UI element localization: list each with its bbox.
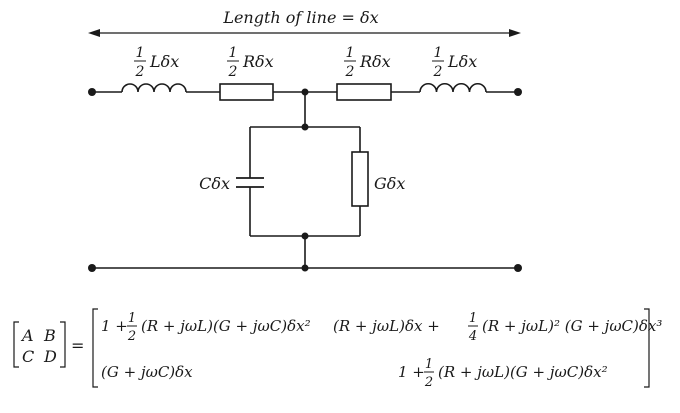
junction-shunt-bottom xyxy=(301,232,309,240)
label-l2-symbol: Lδx xyxy=(447,52,477,71)
terminal-top-left xyxy=(88,88,96,96)
label-inductor-1: 1 2 Lδx xyxy=(134,45,179,80)
frac-den: 2 xyxy=(433,64,443,80)
label-capacitor: Cδx xyxy=(199,174,230,193)
inductor-2 xyxy=(419,83,487,93)
label-l1-symbol: Lδx xyxy=(149,52,179,71)
frac-den: 2 xyxy=(228,64,238,80)
m22-one-plus: 1 + xyxy=(398,363,425,381)
equals-sign: = xyxy=(71,336,84,355)
rhs-left-bracket xyxy=(92,308,98,388)
resistor-1 xyxy=(219,83,274,101)
label-r1-symbol: Rδx xyxy=(242,52,274,71)
matrix-entry-11: 1 + 1 2 (R + jωL)(G + jωC)δx² xyxy=(101,311,311,344)
capacitor xyxy=(236,177,264,188)
frac-den: 2 xyxy=(345,64,355,80)
m22-frac-den: 2 xyxy=(424,375,433,390)
frac-num: 1 xyxy=(346,45,355,61)
lhs-right-bracket xyxy=(60,321,66,368)
abcd-equation: A B C D = 1 + 1 2 (R + jωL)(G + jωC)δx² … xyxy=(13,308,662,390)
matrix-entry-21: (G + jωC)δx xyxy=(101,363,193,381)
frac-num: 1 xyxy=(434,45,443,61)
m12-frac-num: 1 xyxy=(469,311,477,326)
conductance-resistor xyxy=(351,151,369,207)
m12-frac-den: 4 xyxy=(468,329,477,344)
resistor-2 xyxy=(336,83,392,101)
matrix-entry-22: 1 + 1 2 (R + jωL)(G + jωC)δx² xyxy=(398,357,608,390)
label-r2-symbol: Rδx xyxy=(359,52,391,71)
m11-rest: (R + jωL)(G + jωC)δx² xyxy=(141,317,311,335)
terminal-bottom-left xyxy=(88,264,96,272)
matrix-d: D xyxy=(43,347,57,366)
m22-frac-num: 1 xyxy=(425,357,433,372)
length-label: Length of line = δx xyxy=(222,8,378,27)
label-resistor-1: 1 2 Rδx xyxy=(227,45,274,80)
junction-bottom xyxy=(301,264,309,272)
circuit-wires xyxy=(92,91,518,269)
label-resistor-2: 1 2 Rδx xyxy=(344,45,391,80)
junction-top xyxy=(301,88,309,96)
terminal-top-right xyxy=(514,88,522,96)
inductor-1 xyxy=(121,83,187,93)
terminal-bottom-right xyxy=(514,264,522,272)
length-label-bg xyxy=(222,8,380,30)
m22-rest: (R + jωL)(G + jωC)δx² xyxy=(438,363,608,381)
m12-rest: (R + jωL)² (G + jωC)δx³ xyxy=(482,317,662,335)
m12-prefix: (R + jωL)δx + xyxy=(333,317,440,335)
matrix-a: A xyxy=(20,326,34,345)
label-conductance: Gδx xyxy=(374,174,405,193)
label-inductor-2: 1 2 Lδx xyxy=(432,45,477,80)
frac-num: 1 xyxy=(136,45,145,61)
matrix-entry-12: (R + jωL)δx + 1 4 (R + jωL)² (G + jωC)δx… xyxy=(333,311,662,344)
rhs-right-bracket xyxy=(644,308,650,388)
nodes xyxy=(88,88,522,272)
lhs-left-bracket xyxy=(13,321,19,368)
frac-den: 2 xyxy=(135,64,145,80)
matrix-b: B xyxy=(43,326,56,345)
m11-frac-den: 2 xyxy=(127,329,136,344)
m11-one-plus: 1 + xyxy=(101,317,128,335)
frac-num: 1 xyxy=(229,45,238,61)
length-arrow xyxy=(88,29,521,37)
matrix-c: C xyxy=(22,347,34,366)
m11-frac-num: 1 xyxy=(128,311,136,326)
junction-shunt-top xyxy=(301,123,309,131)
